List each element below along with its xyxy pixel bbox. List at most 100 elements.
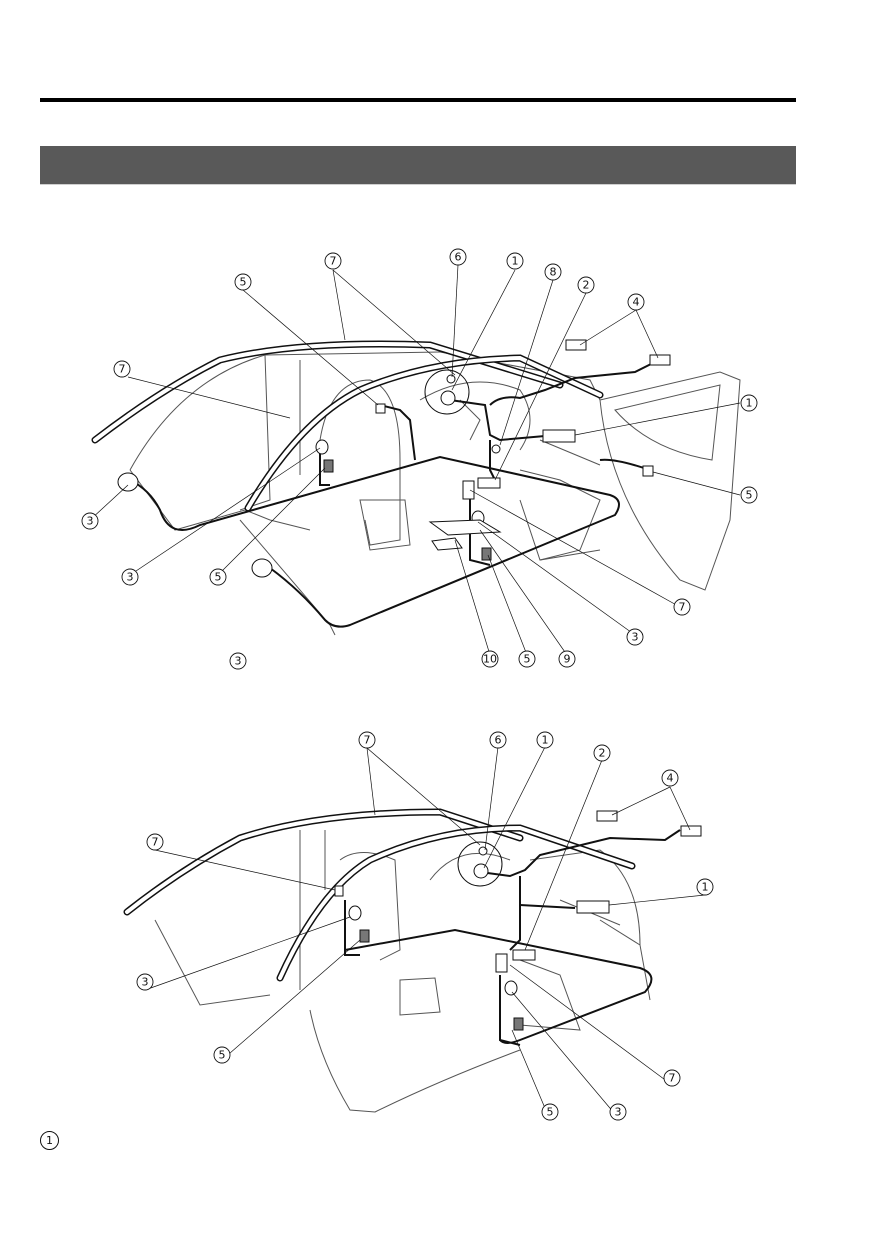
callout-label: 6 [455,251,462,264]
callout-b-4: 4 [661,769,679,787]
callout-t-7a: 7 [324,252,342,270]
callout-circle [506,252,524,270]
callout-t-3b: 3 [121,568,139,586]
steering-wheel [424,369,470,415]
callout-circle [673,598,691,616]
callout-t-5b: 5 [740,486,758,504]
callout-b-2: 2 [593,744,611,762]
callout-circle [740,394,758,412]
callout-circle [740,486,758,504]
callout-t-5d: 5 [518,650,536,668]
callout-t-3d: 3 [229,652,247,670]
callout-circle [324,252,342,270]
horn-6 [446,374,456,384]
callout-t-4: 4 [627,293,645,311]
callout-t-3a: 3 [81,512,99,530]
callout-label: 5 [547,1106,554,1119]
connector-5a [375,403,386,414]
callout-t-1b: 1 [740,394,758,412]
callout-b-3b: 3 [609,1103,627,1121]
footnote-number-marker: 1 [40,1131,59,1150]
speaker-3c [251,558,273,578]
callout-t-3c: 3 [626,628,644,646]
callout-circle [593,744,611,762]
callout-b-1b: 1 [696,878,714,896]
components [117,339,671,578]
callout-t-9: 9 [558,650,576,668]
vehicle-body-outline [129,351,741,636]
sensor-8 [491,444,501,454]
callout-circle [558,650,576,668]
callout-label: 7 [330,255,337,268]
callout-label: 5 [746,489,753,502]
callout-circle [536,731,554,749]
callout-label: 1 [702,881,709,894]
callout-label: 8 [550,266,557,279]
callout-b-3a: 3 [136,973,154,991]
callout-circle [209,568,227,586]
callout-label: 3 [615,1106,622,1119]
callout-label: 5 [215,571,222,584]
callout-circle [449,248,467,266]
callout-circle [136,973,154,991]
sensor-b3b [504,980,518,996]
callout-t-2: 2 [577,276,595,294]
callout-label: 10 [483,653,497,666]
horn-b6 [478,846,488,856]
callout-label: 3 [127,571,134,584]
sensor-b3a [348,905,362,921]
callout-t-5c: 5 [209,568,227,586]
connector-5c [481,547,492,561]
callout-circle [146,833,164,851]
callout-circle [696,878,714,896]
callout-circle [213,1046,231,1064]
callout-label: 9 [564,653,571,666]
header-rule [40,98,796,102]
module-b4a [596,810,618,822]
callout-b-7c: 7 [663,1069,681,1087]
callout-label: 1 [746,397,753,410]
callout-b-5b: 5 [541,1103,559,1121]
switch-7 [462,480,475,500]
callout-label: 3 [142,976,149,989]
steering-hub-2 [473,863,489,879]
callout-label: 2 [599,747,606,760]
callout-label: 7 [669,1072,676,1085]
callout-circle [577,276,595,294]
wiring-harness [129,361,656,628]
callout-label: 3 [87,515,94,528]
callout-label: 4 [667,772,674,785]
switch-b7b [334,885,344,897]
callout-label: 1 [512,255,519,268]
callout-circle [358,731,376,749]
callout-circle [113,360,131,378]
callout-t-7c: 7 [673,598,691,616]
callout-label: 3 [632,631,639,644]
module-b4b [680,825,702,837]
module-4b [649,354,671,366]
unit-2 [477,477,501,489]
unit-1 [542,429,576,443]
callout-b-5a: 5 [213,1046,231,1064]
steering-hub [440,390,456,406]
connector-5d [642,465,654,477]
leader-lines [89,264,741,656]
footnote: 1 [40,1131,59,1150]
callout-t-8: 8 [544,263,562,281]
components-2 [334,810,702,1031]
callout-circle [661,769,679,787]
leader-lines-2 [144,746,706,1121]
section-title-bar [40,146,796,185]
callout-circle [663,1069,681,1087]
speaker-3a [117,472,139,492]
callout-label: 5 [240,276,247,289]
harness-rails-2 [123,808,636,982]
mat-10b [431,537,463,551]
callout-t-6: 6 [449,248,467,266]
callout-circle [481,650,499,668]
mat-10 [428,519,502,536]
